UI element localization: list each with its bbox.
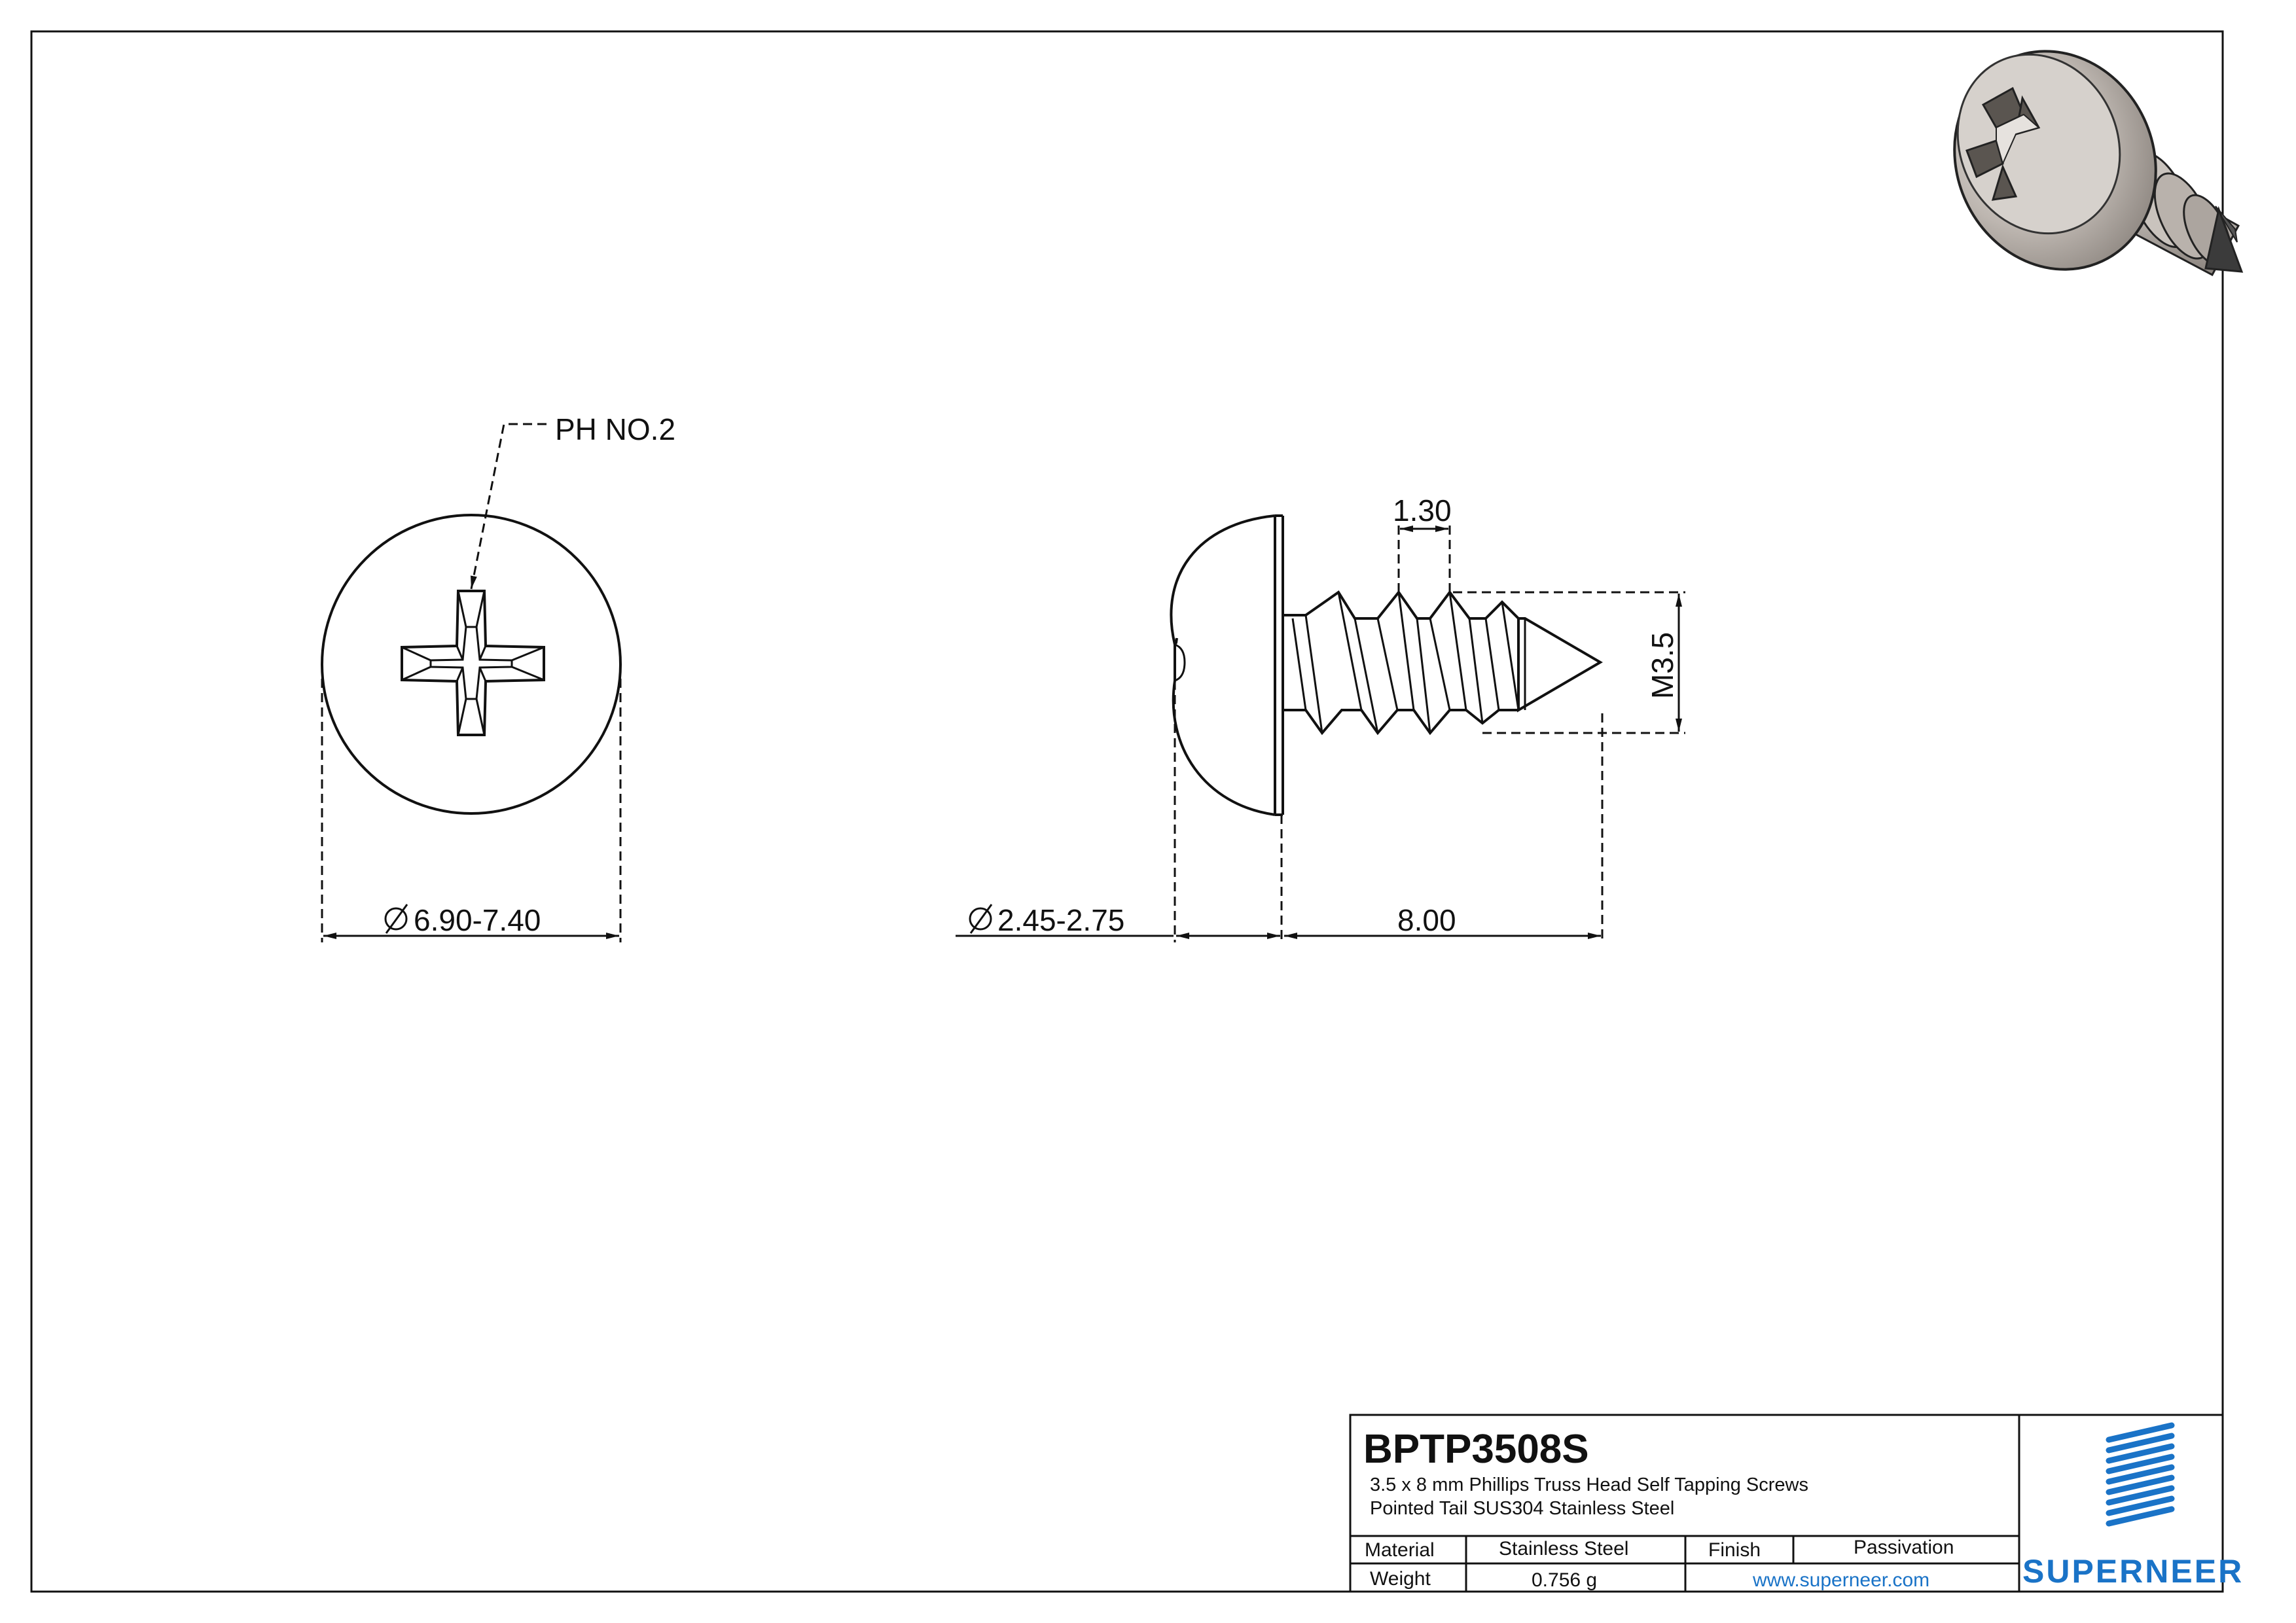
head-outline (321, 514, 622, 815)
phillips-recess-icon (401, 590, 545, 736)
diameter-symbol-icon (384, 904, 408, 934)
sheet-border (30, 30, 2224, 1593)
description-line2: Pointed Tail SUS304 Stainless Steel (1370, 1498, 1674, 1519)
description-line1: 3.5 x 8 mm Phillips Truss Head Self Tapp… (1370, 1474, 1808, 1495)
dim-length-text: 8.00 (1397, 903, 1456, 937)
title-block (1349, 1414, 2224, 1593)
material-label: Material (1365, 1539, 1435, 1561)
dim-pitch-text: 1.30 (1393, 493, 1452, 527)
top-view (321, 514, 622, 815)
callout-drive: PH NO.2 (470, 412, 675, 590)
finish-label: Finish (1708, 1539, 1761, 1561)
diameter-symbol-icon (969, 904, 993, 934)
callout-drive-text: PH NO.2 (555, 412, 675, 446)
weight-value: 0.756 g (1532, 1569, 1597, 1591)
dim-head-height: 2.45-2.75 (956, 681, 1283, 942)
part-number: BPTP3508S (1363, 1427, 1589, 1472)
dim-head-height-text: 2.45-2.75 (997, 903, 1124, 937)
dim-head-diameter-text: 6.90-7.40 (414, 903, 541, 937)
dim-thread-text: M3.5 (1645, 632, 1679, 699)
dim-thread: M3.5 (1453, 591, 1685, 734)
thread-profile-bottom (1293, 709, 1518, 736)
side-view (1170, 514, 1603, 816)
dim-length: 8.00 (1284, 713, 1604, 942)
thread-profile-top (1293, 590, 1525, 620)
head-dome (1170, 514, 1276, 816)
screw-3d-render-icon (1953, 50, 2244, 277)
weight-label: Weight (1370, 1568, 1431, 1590)
brand-name: SUPERNEER (2022, 1553, 2244, 1590)
dim-head-diameter: 6.90-7.40 (321, 664, 622, 942)
dim-pitch: 1.30 (1393, 493, 1452, 592)
website-link[interactable]: www.superneer.com (1752, 1569, 1929, 1591)
material-value: Stainless Steel (1499, 1538, 1628, 1560)
pointed-tip (1517, 617, 1603, 713)
finish-value: Passivation (1854, 1537, 1954, 1558)
superneer-logo-icon (2106, 1422, 2175, 1527)
